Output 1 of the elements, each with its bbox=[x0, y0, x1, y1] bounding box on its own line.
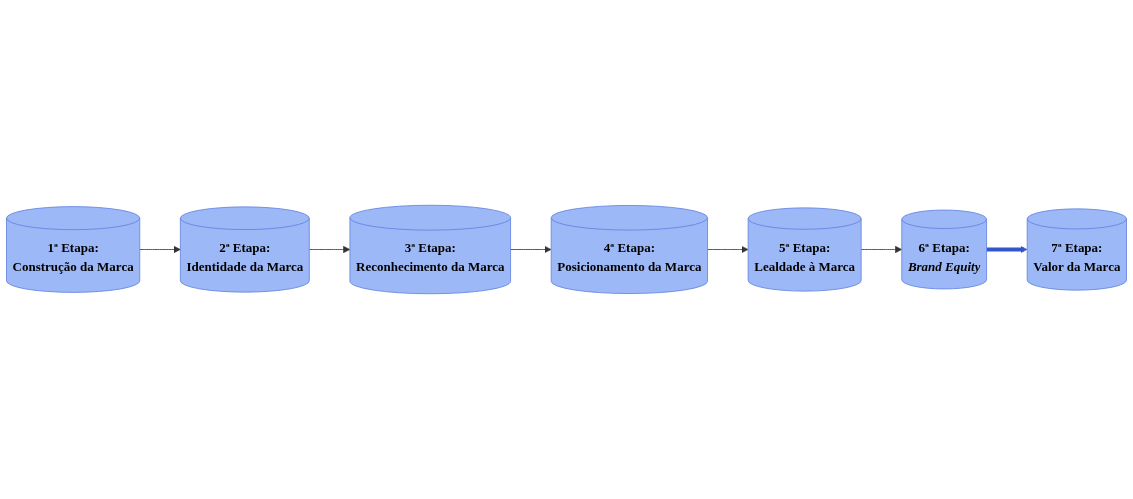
arrow bbox=[986, 245, 1028, 254]
